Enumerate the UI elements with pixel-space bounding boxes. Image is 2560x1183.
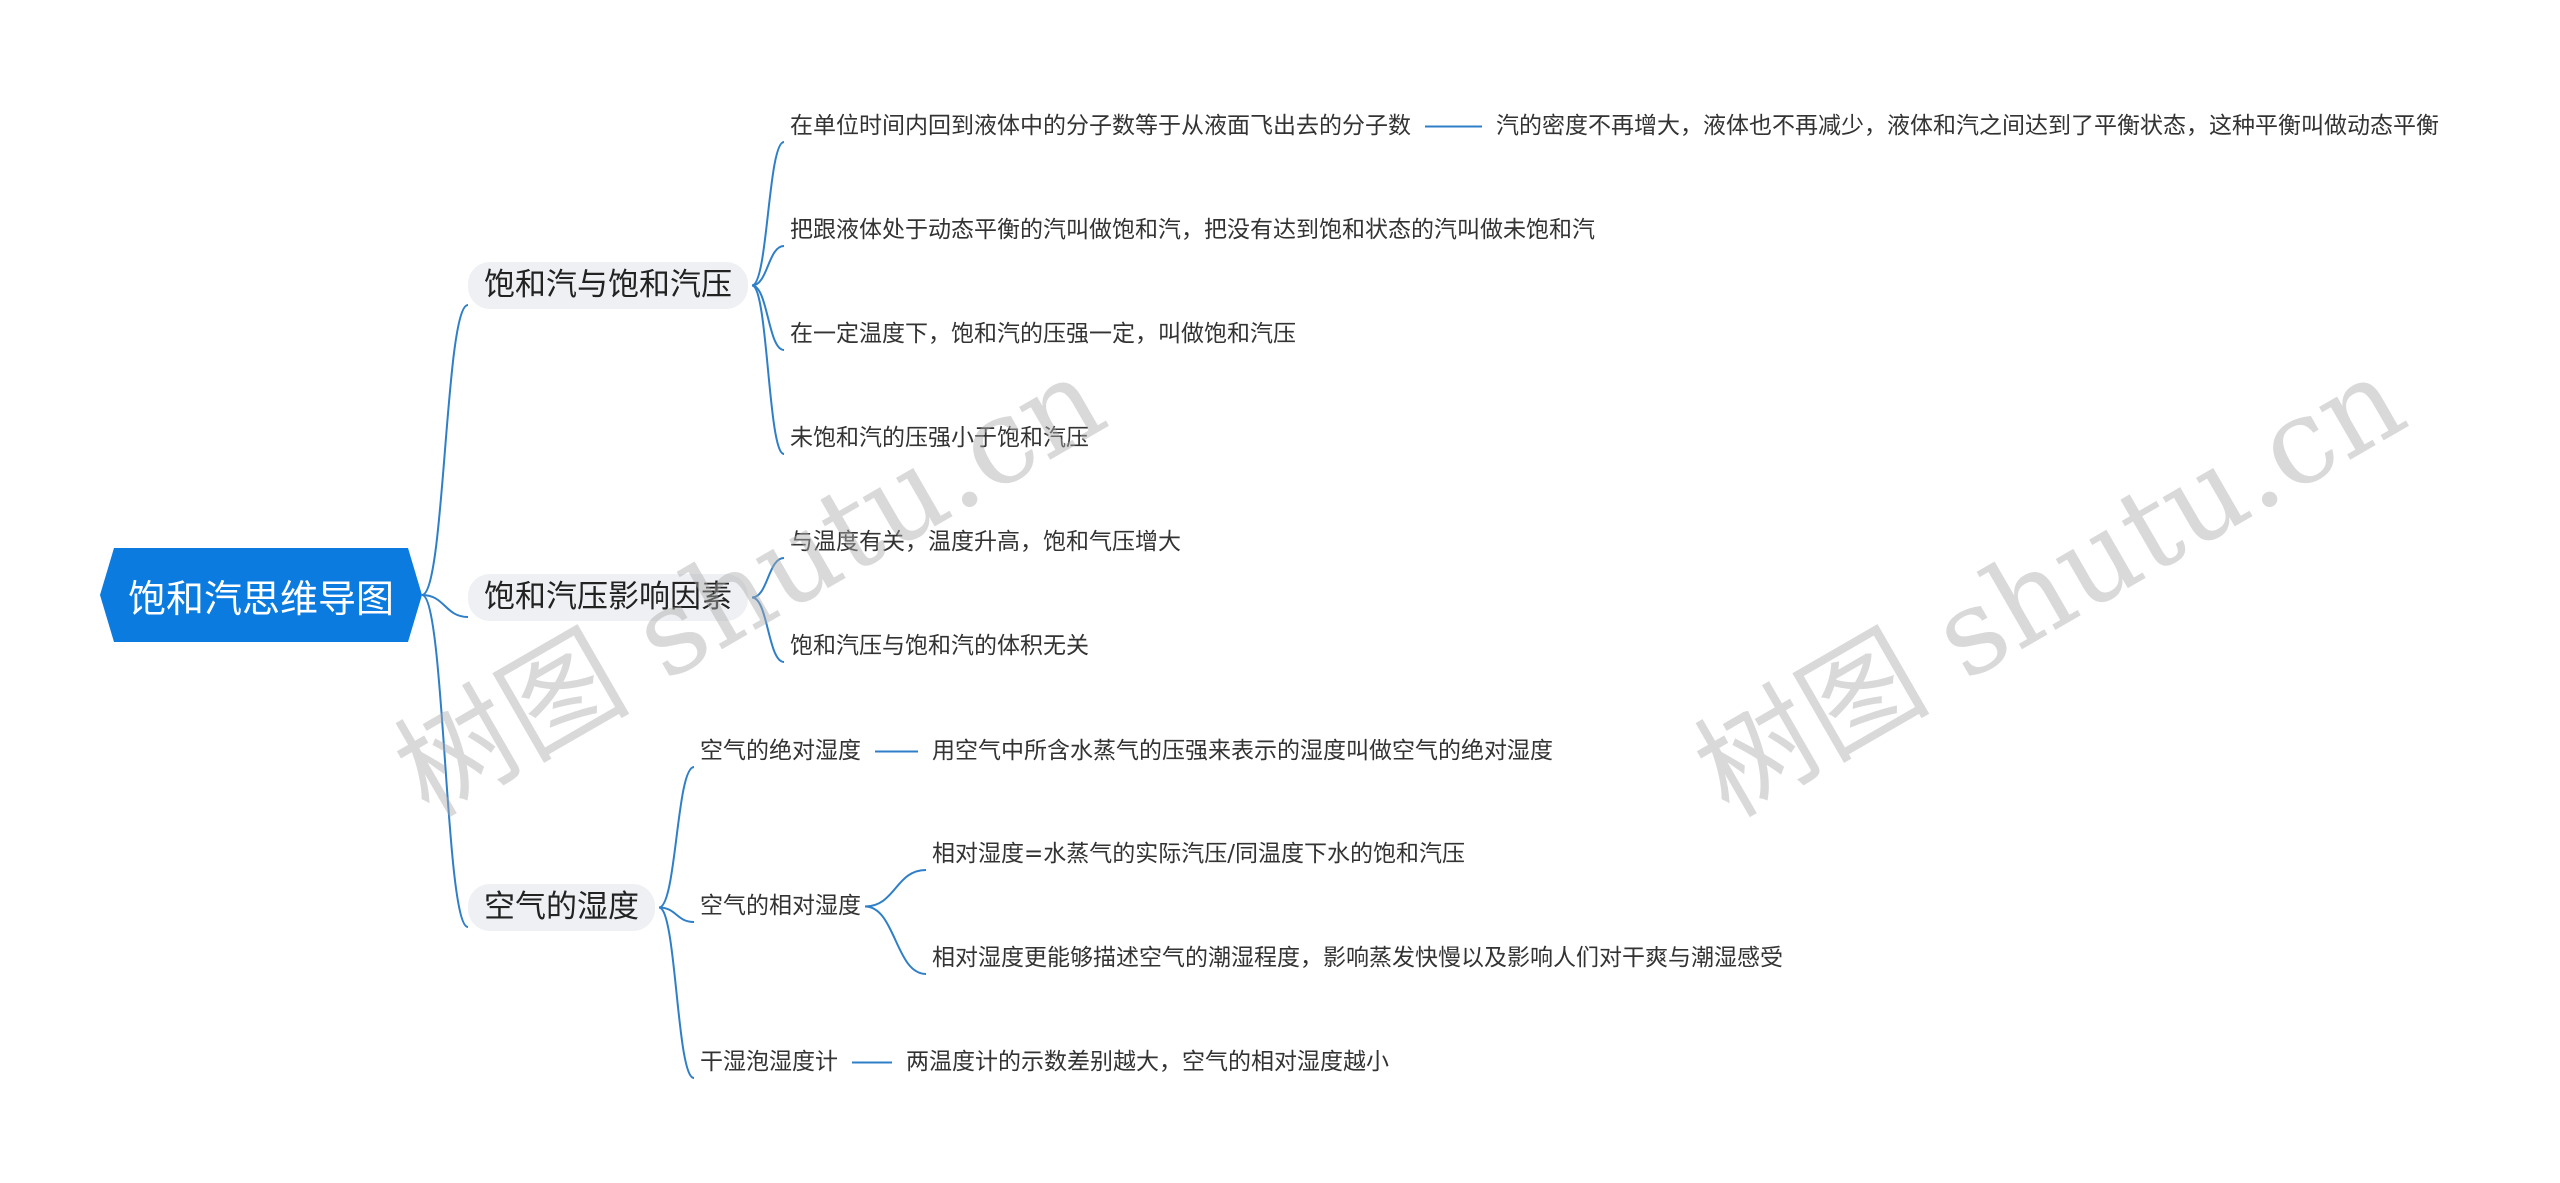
leaf-molecule-balance[interactable]: 在单位时间内回到液体中的分子数等于从液面飞出去的分子数 bbox=[790, 113, 1411, 139]
leaf-temperature-factor[interactable]: 与温度有关，温度升高，饱和气压增大 bbox=[790, 529, 1181, 555]
sub-relative-humidity[interactable]: 空气的相对湿度 bbox=[700, 893, 861, 919]
link-branch-saturated-vapor-leaf-molecule-balance bbox=[751, 141, 785, 287]
branch-air-humidity[interactable]: 空气的湿度 bbox=[468, 884, 655, 931]
link-branch-saturated-vapor-leaf-unsaturated-pressure bbox=[751, 284, 785, 455]
leaf-unsaturated-pressure[interactable]: 未饱和汽的压强小于饱和汽压 bbox=[790, 425, 1089, 451]
link-sub-relative-humidity-leaf-relative-humidity-meaning bbox=[864, 905, 927, 975]
sub-hygrometer[interactable]: 干湿泡湿度计 bbox=[700, 1049, 838, 1075]
link-branch-pressure-factors-leaf-temperature-factor bbox=[751, 557, 785, 599]
root-node[interactable]: 饱和汽思维导图 bbox=[100, 548, 422, 642]
branch-pressure-factors[interactable]: 饱和汽压影响因素 bbox=[468, 574, 748, 621]
link-branch-saturated-vapor-leaf-saturated-pressure bbox=[751, 284, 785, 351]
leaf-saturated-pressure[interactable]: 在一定温度下，饱和汽的压强一定，叫做饱和汽压 bbox=[790, 321, 1296, 347]
link-sub-relative-humidity-leaf-relative-humidity-formula bbox=[864, 869, 927, 908]
leaf-relative-humidity-meaning[interactable]: 相对湿度更能够描述空气的潮湿程度，影响蒸发快慢以及影响人们对干爽与潮湿感受 bbox=[932, 945, 1783, 971]
leaf-hygrometer-rule[interactable]: 两温度计的示数差别越大，空气的相对湿度越小 bbox=[906, 1049, 1389, 1075]
leaf-absolute-humidity-definition[interactable]: 用空气中所含水蒸气的压强来表示的湿度叫做空气的绝对湿度 bbox=[932, 738, 1553, 764]
branch-saturated-vapor[interactable]: 饱和汽与饱和汽压 bbox=[468, 262, 748, 309]
link-branch-air-humidity-sub-hygrometer bbox=[658, 906, 695, 1079]
leaf-relative-humidity-formula[interactable]: 相对湿度=水蒸气的实际汽压/同温度下水的饱和汽压 bbox=[932, 841, 1466, 867]
sub-absolute-humidity[interactable]: 空气的绝对湿度 bbox=[700, 738, 861, 764]
link-branch-pressure-factors-leaf-volume-independent bbox=[751, 596, 785, 663]
link-branch-air-humidity-sub-absolute-humidity bbox=[658, 766, 695, 909]
link-branch-air-humidity-sub-relative-humidity bbox=[658, 906, 695, 923]
leaf-dynamic-equilibrium[interactable]: 汽的密度不再增大，液体也不再减少，液体和汽之间达到了平衡状态，这种平衡叫做动态平… bbox=[1496, 113, 2439, 139]
leaf-volume-independent[interactable]: 饱和汽压与饱和汽的体积无关 bbox=[790, 633, 1089, 659]
link-root-branch-pressure-factors bbox=[421, 594, 469, 618]
leaf-saturated-definition[interactable]: 把跟液体处于动态平衡的汽叫做饱和汽，把没有达到饱和状态的汽叫做未饱和汽 bbox=[790, 217, 1595, 243]
link-branch-saturated-vapor-leaf-saturated-definition bbox=[751, 245, 785, 287]
link-root-branch-air-humidity bbox=[421, 594, 469, 928]
link-root-branch-saturated-vapor bbox=[421, 304, 469, 596]
